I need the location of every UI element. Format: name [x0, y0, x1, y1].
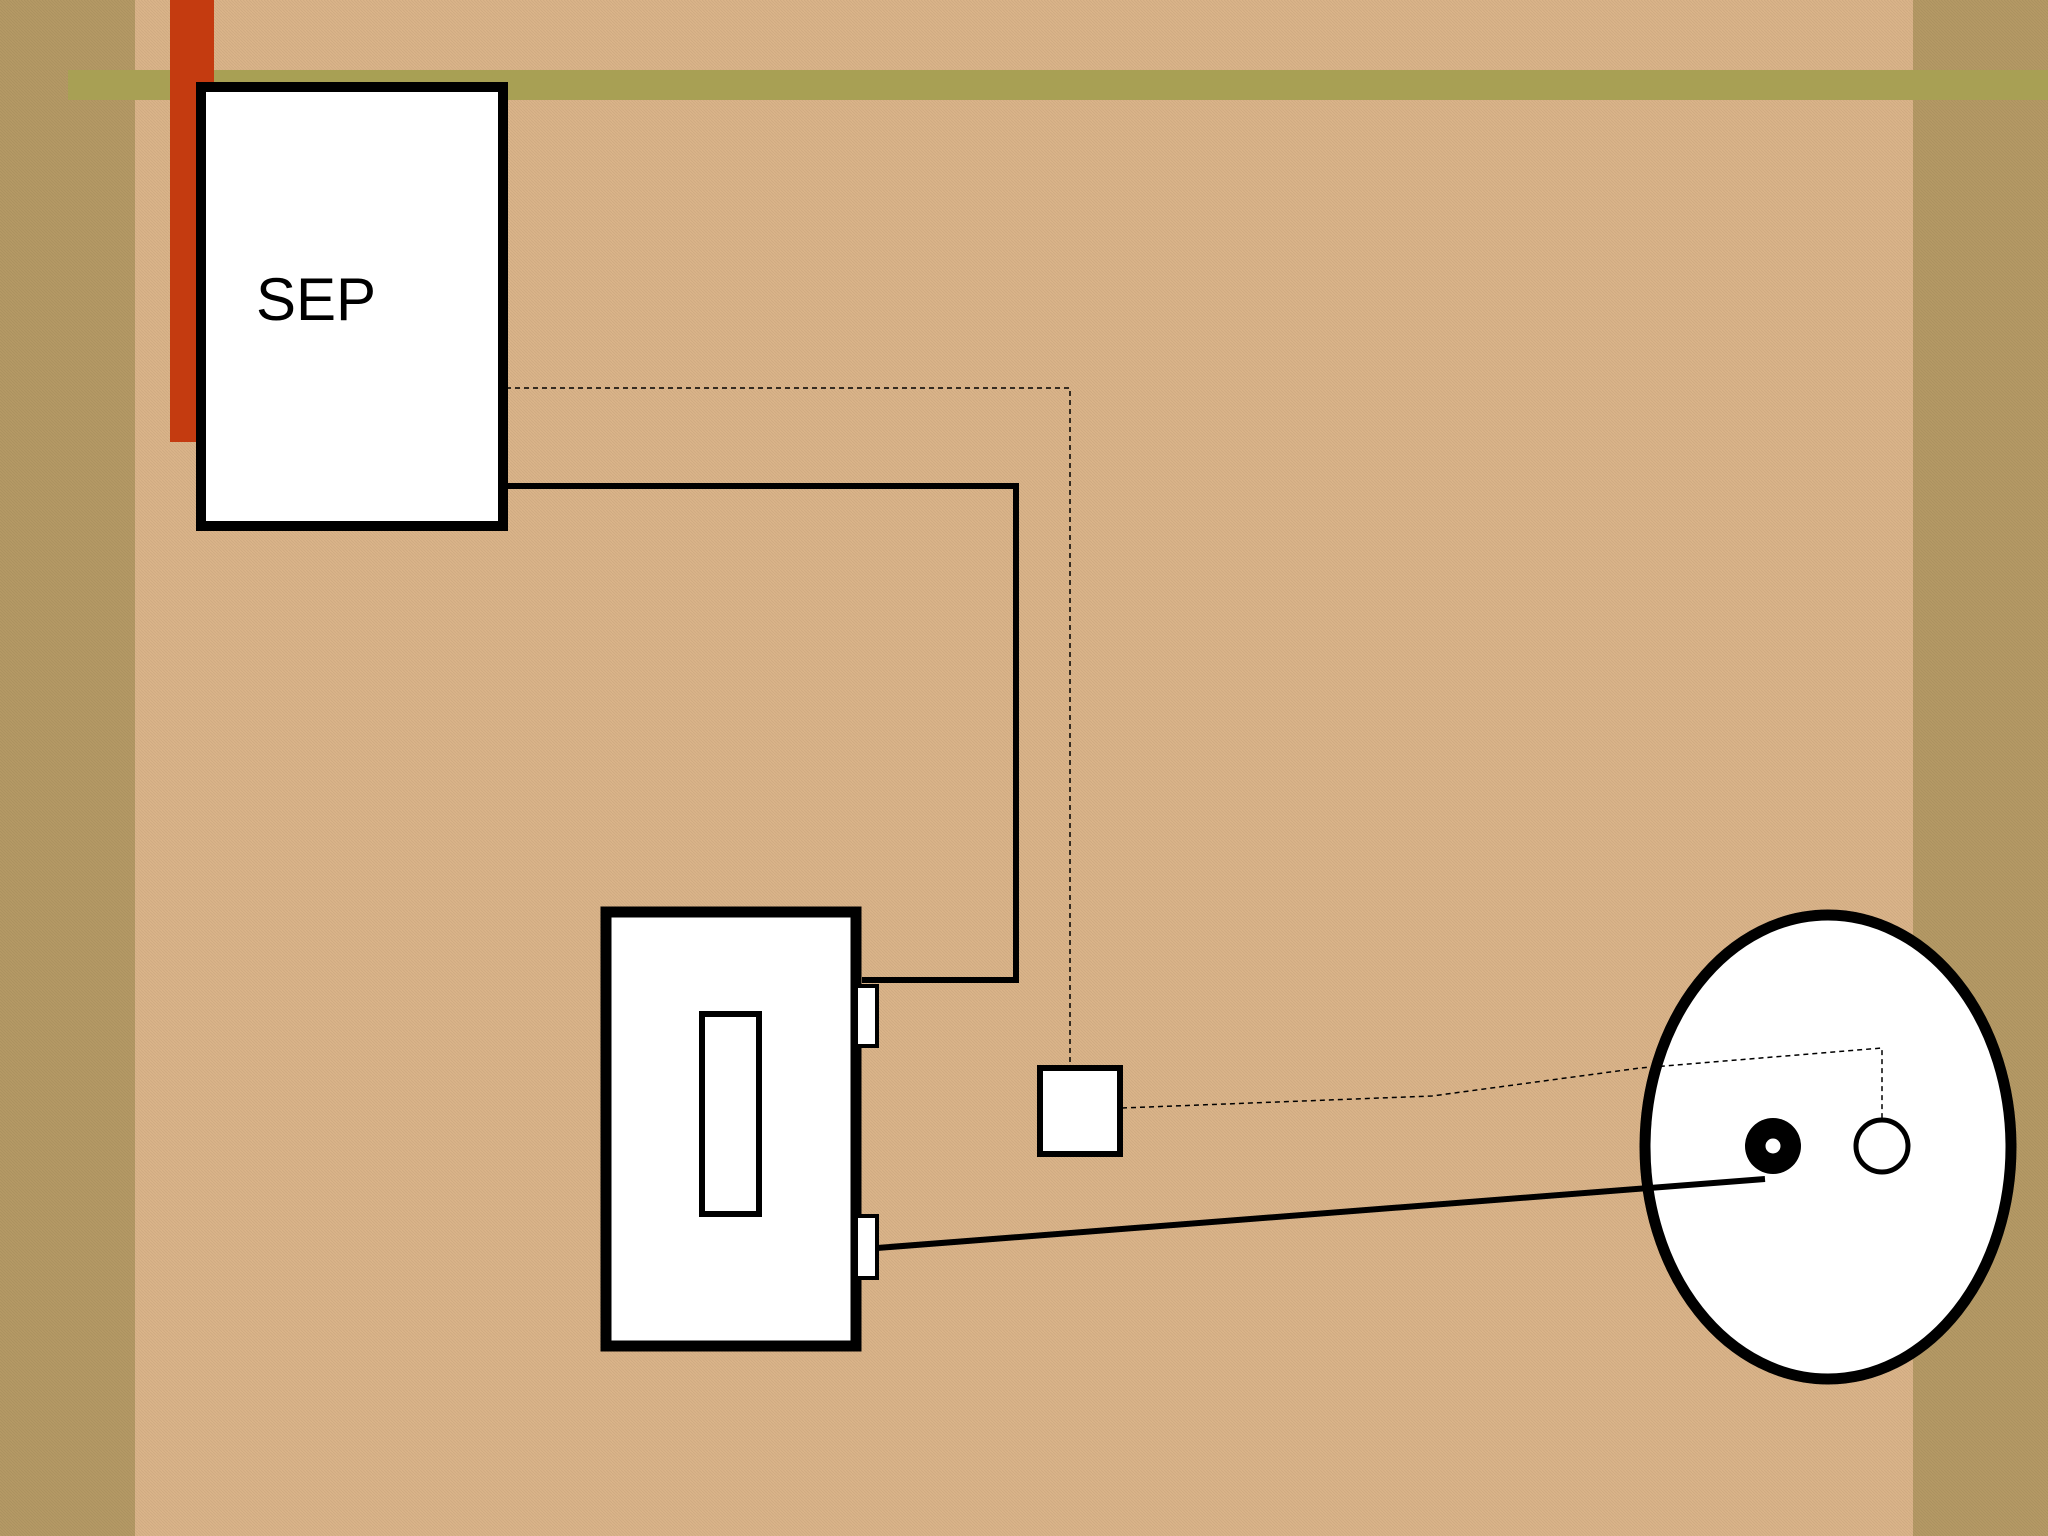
terminal-open: [1853, 1117, 1911, 1175]
device-terminal-top: [854, 984, 879, 1048]
device-terminal-bottom: [854, 1214, 879, 1280]
round-component: [1639, 909, 2017, 1385]
device-box: [600, 906, 879, 1352]
dashed-connector-sep-sensor: [506, 387, 1071, 1068]
sep-label: SEP: [256, 266, 376, 333]
wire-sep-to-device: [506, 483, 1019, 983]
sep-box: SEP: [196, 82, 508, 531]
terminal-dark-center: [1762, 1135, 1784, 1157]
wire-device-to-circle: [876, 1176, 1766, 1251]
sensor-square: [1037, 1065, 1123, 1157]
dashed-connector-sensor-circle: [1121, 1047, 1883, 1120]
device-window: [699, 1011, 762, 1217]
